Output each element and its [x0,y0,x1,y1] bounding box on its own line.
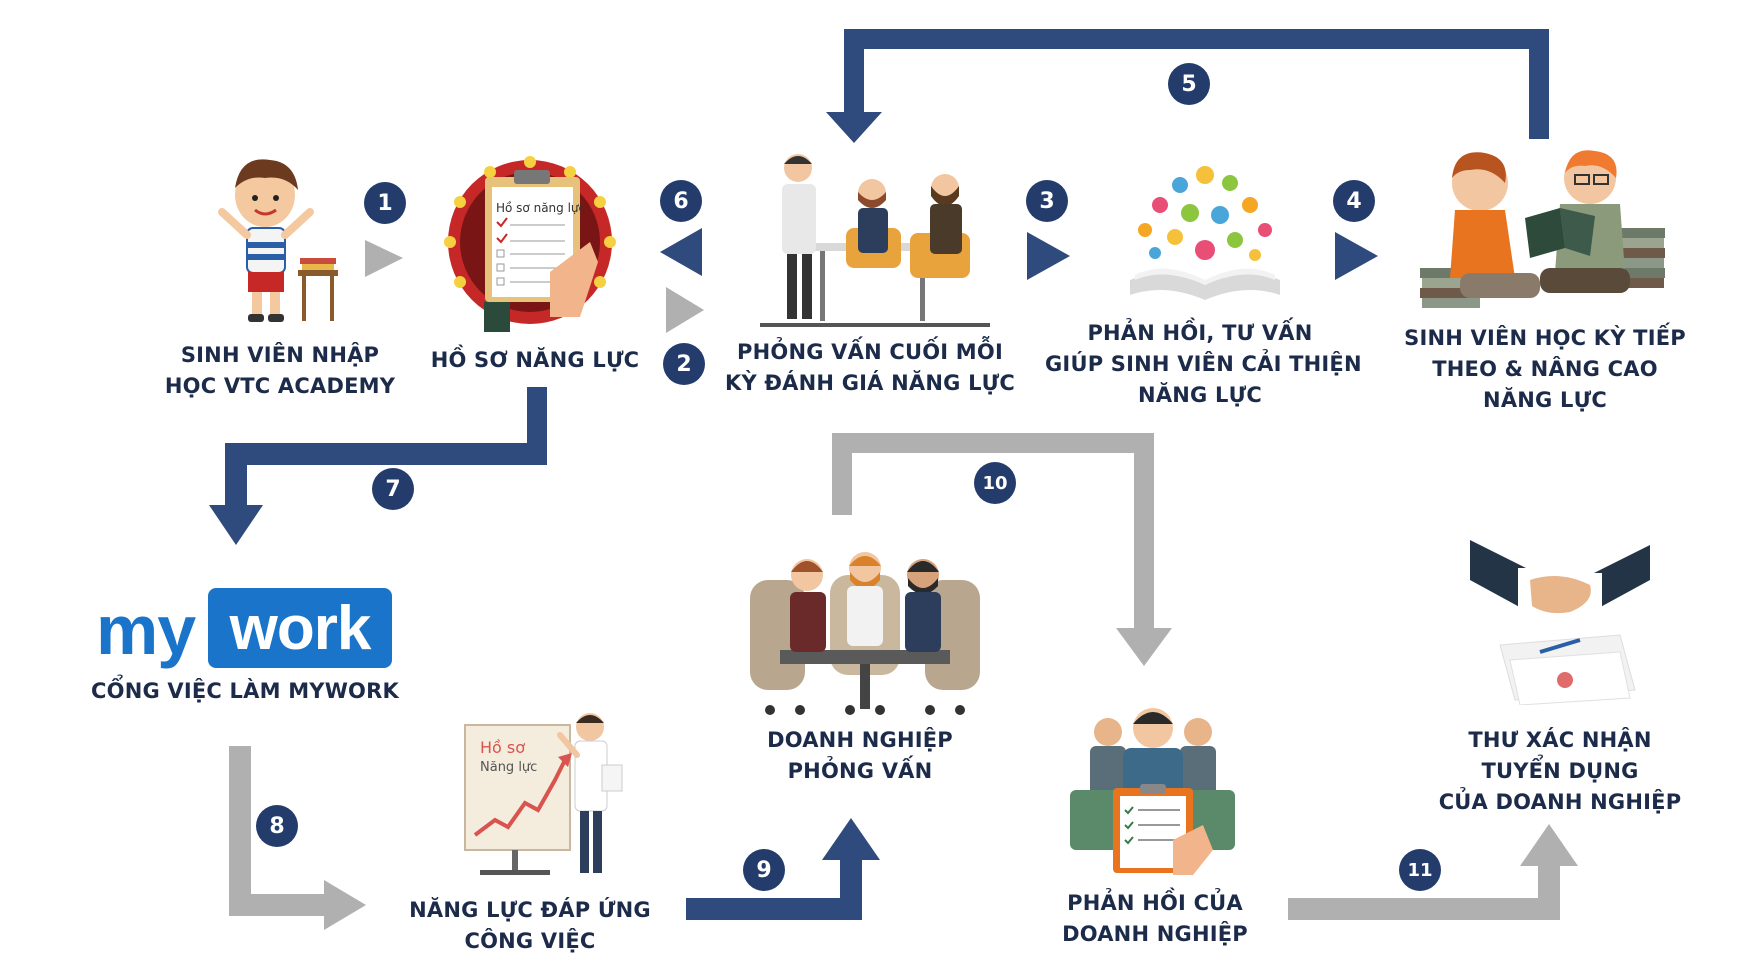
label-line: PHẢN HỒI, TƯ VẤN [1087,321,1313,345]
label-line: DOANH NGHIỆP [1062,922,1248,946]
step-number-7: 7 [372,468,414,510]
label-line: CỦA DOANH NGHIỆP [1438,790,1682,814]
label-line: DOANH NGHIỆP [767,728,953,752]
arrow-3 [1027,232,1070,280]
mywork-logo: my work [96,588,396,672]
arrow-2 [666,287,704,333]
mywork-logo-my: my [96,591,196,669]
arrow-9 [686,818,880,920]
step-number-2: 2 [663,343,705,385]
step-number-10: 10 [974,462,1016,504]
arrow-1 [365,240,403,277]
step-number-9: 9 [743,849,785,891]
label-line: THEO & NÂNG CAO [1432,357,1658,381]
step-number-1: 1 [364,182,406,224]
label-business-feedback: PHẢN HỒI CỦA DOANH NGHIỆP [1040,888,1270,950]
label-mywork-portal: CỔNG VIỆC LÀM MYWORK [80,676,410,707]
label-line: NĂNG LỰC ĐÁP ỨNG [409,898,651,922]
label-line: GIÚP SINH VIÊN CẢI THIỆN [1045,352,1362,376]
label-line: KỲ ĐÁNH GIÁ NĂNG LỰC [725,371,1016,395]
step-number-4: 4 [1333,180,1375,222]
arrow-5 [826,29,1549,143]
arrow-10 [832,433,1172,666]
label-line: CỔNG VIỆC LÀM MYWORK [91,679,399,703]
clipboard-title: Hồ sơ năng lực [496,201,585,215]
label-business-interview: DOANH NGHIỆP PHỎNG VẤN [745,725,975,787]
competency-profile-illustration: Hồ sơ năng lực [444,156,616,332]
label-line: SINH VIÊN HỌC KỲ TIẾP [1404,326,1686,350]
label-line: NĂNG LỰC [1138,383,1262,407]
step-number-3: 3 [1026,180,1068,222]
mywork-logo-work: work [208,588,392,668]
handshake-illustration [1470,540,1650,705]
label-line: NĂNG LỰC [1483,388,1607,412]
label-next-semester: SINH VIÊN HỌC KỲ TIẾP THEO & NÂNG CAO NĂ… [1395,323,1695,416]
label-line: TUYỂN DỤNG [1481,759,1639,783]
label-line: THƯ XÁC NHẬN [1468,728,1652,752]
step-number-6: 6 [660,180,702,222]
label-line: PHẢN HỒI CỦA [1067,891,1243,915]
step-number-11: 11 [1399,849,1441,891]
competency-chart-illustration: Hồ sơ Năng lực [464,713,623,875]
label-job-competency: NĂNG LỰC ĐÁP ỨNG CÔNG VIỆC [400,895,660,957]
arrow-11 [1288,824,1578,920]
label-line: CÔNG VIỆC [464,929,596,953]
label-student-enroll: SINH VIÊN NHẬP HỌC VTC ACADEMY [150,340,410,402]
label-final-interview: PHỎNG VẤN CUỐI MỖI KỲ ĐÁNH GIÁ NĂNG LỰC [725,337,1015,399]
label-feedback-advice: PHẢN HỒI, TƯ VẤN GIÚP SINH VIÊN CẢI THIỆ… [1045,318,1362,411]
step-number-5: 5 [1168,63,1210,105]
label-competency-profile: HỒ SƠ NĂNG LỰC [425,345,645,376]
arrow-7 [209,387,547,545]
students-reading-illustration [1420,150,1665,308]
chart-text-line1: Hồ sơ [480,738,525,757]
arrow-6 [660,228,702,276]
interview-illustration [760,154,990,327]
label-line: SINH VIÊN NHẬP [180,343,380,367]
business-interview-illustration [750,552,980,715]
chart-text-line2: Năng lực [480,760,537,775]
label-line: HỌC VTC ACADEMY [164,374,396,398]
label-recruitment-letter: THƯ XÁC NHẬN TUYỂN DỤNG CỦA DOANH NGHIỆP [1420,725,1700,818]
arrow-4 [1335,232,1378,280]
label-line: PHỎNG VẤN CUỐI MỖI [737,340,1003,364]
label-line: HỒ SƠ NĂNG LỰC [430,348,640,372]
student-illustration [218,159,338,322]
arrow-8 [229,746,366,930]
label-line: PHỎNG VẤN [787,759,933,783]
feedback-ideas-illustration [1130,166,1280,300]
business-feedback-illustration [1070,708,1235,875]
step-number-8: 8 [256,805,298,847]
